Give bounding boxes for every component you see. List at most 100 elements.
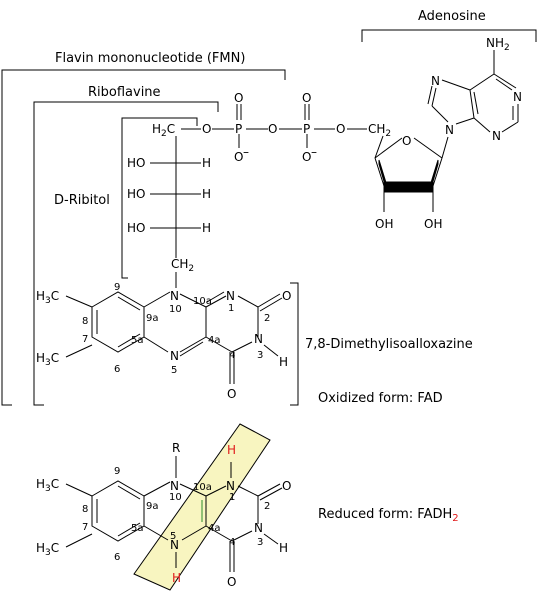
nh2-label: NH2 — [486, 36, 510, 53]
bond — [65, 533, 93, 548]
oxygen-atom: O — [282, 479, 291, 493]
n10-atom: N — [170, 479, 179, 493]
ring-bond — [473, 117, 491, 133]
ring-bond — [237, 485, 259, 497]
ring-bond — [441, 79, 471, 91]
ring-number: 4a — [208, 335, 221, 346]
ring-number: 6 — [114, 364, 120, 375]
red-hydrogen-atom: H — [227, 443, 236, 457]
ring-bond — [473, 91, 479, 115]
oxygen-atom: O — [268, 122, 277, 136]
methyl-label: H3C — [36, 289, 59, 306]
ring-number: 8 — [82, 316, 88, 327]
ribitol-bracket — [121, 117, 198, 279]
n10-atom: N — [170, 289, 179, 303]
fmn-label: Flavin mononucleotide (FMN) — [55, 51, 245, 66]
riboflavine-label: Riboflavine — [88, 85, 161, 100]
ring-number: 7 — [82, 334, 88, 345]
negative-charge: – — [243, 145, 249, 159]
methyl-label: H3C — [36, 477, 59, 494]
ring-bond — [469, 73, 495, 91]
riboflavine-bracket — [33, 101, 219, 406]
n1-atom: N — [226, 289, 235, 303]
ring-number: 2 — [264, 313, 270, 324]
hydrogen-atom: H — [279, 355, 288, 369]
aromatic-bond — [117, 333, 141, 348]
ring-bond — [205, 485, 227, 497]
isoalloxazine-bracket — [290, 282, 299, 406]
ch2-label: CH2 — [171, 257, 194, 274]
ring-number: 4a — [208, 523, 221, 534]
ribitol-label: D-Ribitol — [54, 193, 110, 208]
double-bond — [259, 297, 283, 312]
ring-number: 3 — [257, 350, 263, 361]
oxygen-atom: O — [234, 150, 243, 164]
bond — [65, 483, 93, 497]
aromatic-bond — [117, 485, 141, 500]
ring-number: 3 — [257, 537, 263, 548]
fmn-bracket — [1, 69, 286, 406]
reduced-label-prefix: Reduced form: FADH — [318, 507, 452, 522]
ring-number: 4 — [229, 350, 235, 361]
ring-bond — [143, 481, 171, 497]
ring-bond — [179, 341, 204, 357]
ring-bond — [179, 336, 207, 353]
oxygen-atom: O — [336, 122, 345, 136]
n1-atom: N — [226, 479, 235, 493]
ring-bond — [231, 341, 253, 353]
hydroxyl-label: OH — [424, 217, 442, 231]
red-hydrogen-atom: H — [172, 571, 181, 585]
oxygen-atom: O — [227, 575, 236, 589]
n9-atom: N — [445, 123, 454, 137]
phosphorus-atom: P — [303, 122, 310, 136]
adenosine-label: Adenosine — [418, 9, 486, 24]
ring-bond — [432, 157, 443, 187]
ring-bond — [205, 295, 227, 308]
ring-number: 8 — [82, 504, 88, 515]
h2c-label: H2C — [152, 122, 175, 139]
ring-bond — [143, 525, 169, 541]
oxygen-atom: O — [234, 91, 243, 105]
ring-bond — [413, 137, 443, 159]
bond — [263, 533, 279, 545]
hydrogen-atom: H — [202, 221, 211, 235]
bond — [65, 344, 93, 358]
oxygen-atom: O — [302, 150, 311, 164]
ring-number: 2 — [264, 501, 270, 512]
ring-bond — [374, 137, 403, 159]
hydroxyl-label: HO — [127, 221, 145, 235]
wedge — [429, 159, 439, 193]
ring-bond — [431, 105, 449, 123]
adenosine-bracket — [361, 29, 537, 42]
n3-atom: N — [492, 129, 501, 143]
ring-bond — [455, 117, 475, 125]
ring-number: 9 — [114, 282, 120, 293]
bond — [65, 295, 93, 308]
oxygen-atom: O — [227, 387, 236, 401]
aromatic-bond — [117, 296, 141, 311]
bond — [374, 135, 384, 159]
ring-bond — [469, 89, 475, 119]
reduced-label: Reduced form: FADH2 — [318, 507, 459, 524]
ring-number: 5a — [131, 523, 144, 534]
ring-bond — [237, 295, 259, 308]
methyl-label: H3C — [36, 541, 59, 558]
ring-number: 4 — [229, 537, 235, 548]
ring-number: 5 — [171, 365, 177, 376]
ring-bond — [374, 157, 385, 187]
phosphorus-atom: P — [235, 122, 242, 136]
ring-bond — [493, 73, 517, 89]
double-bond — [259, 487, 283, 501]
hydrogen-atom: H — [279, 541, 288, 555]
double-bond — [257, 293, 281, 308]
ring-oxygen: O — [402, 134, 411, 148]
bold-bond — [383, 181, 434, 193]
oxygen-atom: O — [302, 91, 311, 105]
ring-bond — [205, 525, 233, 542]
oxygen-atom: O — [202, 122, 211, 136]
methyl-label: H3C — [36, 351, 59, 368]
ring-bond — [495, 78, 513, 91]
n5-atom: N — [170, 349, 179, 363]
ring-bond — [181, 525, 207, 541]
